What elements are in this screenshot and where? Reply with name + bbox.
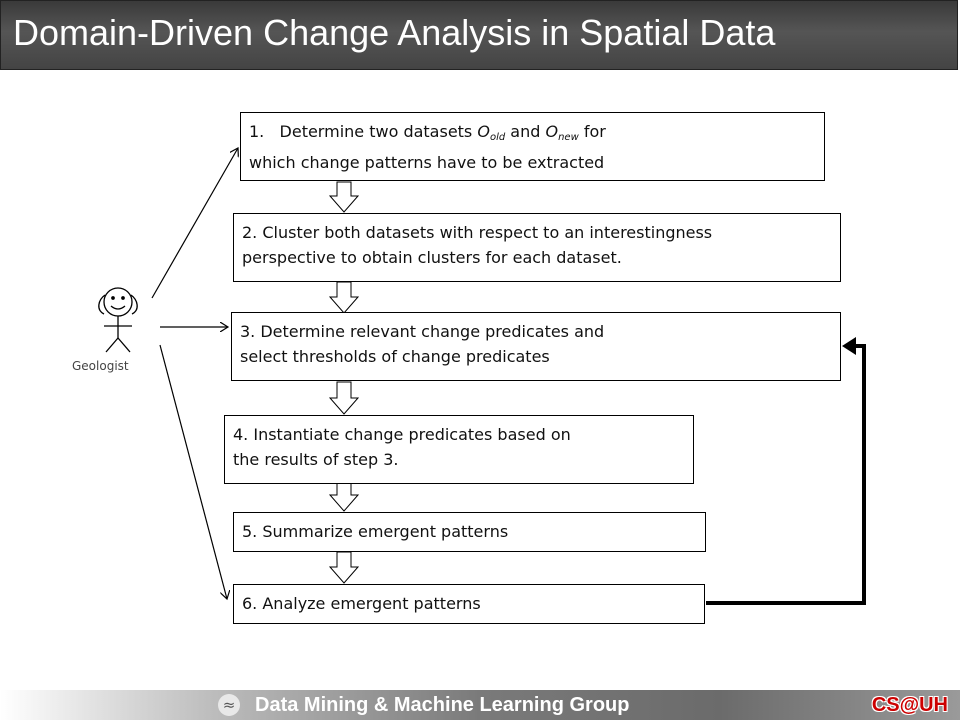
arrow-geologist-to-step1 <box>151 148 238 299</box>
step-3-line-2: select thresholds of change predicates <box>240 347 550 366</box>
step-5-box: 5. Summarize emergent patterns <box>233 512 706 552</box>
group-logo-icon: ≈ <box>218 694 240 716</box>
down-arrow-1-2 <box>328 181 360 213</box>
old-subscript: old <box>489 132 506 143</box>
slide-title: Domain-Driven Change Analysis in Spatial… <box>13 12 776 53</box>
step-2-line-2: perspective to obtain clusters for each … <box>242 248 622 267</box>
o-old-symbol: O <box>477 122 490 141</box>
feedback-arrow-6-to-3 <box>706 344 866 605</box>
geologist-label: Geologist <box>72 359 129 373</box>
step-1-suffix: for <box>578 122 606 141</box>
step-1-prefix: 1. Determine two datasets <box>249 122 478 141</box>
step-6-line-1: 6. Analyze emergent patterns <box>242 594 481 613</box>
step-4-line-1: 4. Instantiate change predicates based o… <box>233 425 571 444</box>
new-subscript: new <box>558 132 579 143</box>
step-2-line-1: 2. Cluster both datasets with respect to… <box>242 223 713 242</box>
feedback-arrowhead <box>842 337 856 355</box>
step-3-box: 3. Determine relevant change predicates … <box>231 312 841 381</box>
down-arrow-4-5 <box>328 479 360 512</box>
footer-group-name: Data Mining & Machine Learning Group <box>255 694 630 716</box>
step-1-line-2: which change patterns have to be extract… <box>249 153 605 172</box>
step-1-line-1: 1. Determine two datasets Oold and Onew … <box>249 119 816 150</box>
step-5-line-1: 5. Summarize emergent patterns <box>242 522 509 541</box>
arrow-geologist-to-step6 <box>159 344 227 599</box>
down-arrow-5-6 <box>328 551 360 584</box>
title-bar: Domain-Driven Change Analysis in Spatial… <box>0 0 958 70</box>
down-arrow-2-3 <box>328 281 360 314</box>
o-new-symbol: O <box>545 122 559 141</box>
geologist-figure <box>98 287 138 353</box>
footer-bar: ≈ Data Mining & Machine Learning Group C… <box>0 690 960 720</box>
down-arrow-3-4 <box>328 381 360 415</box>
step-1-box: 1. Determine two datasets Oold and Onew … <box>240 112 825 181</box>
step-4-box: 4. Instantiate change predicates based o… <box>224 415 694 484</box>
step-6-box: 6. Analyze emergent patterns <box>233 584 705 624</box>
step-4-line-2: the results of step 3. <box>233 450 399 469</box>
step-3-line-1: 3. Determine relevant change predicates … <box>240 322 605 341</box>
step-2-box: 2. Cluster both datasets with respect to… <box>233 213 841 282</box>
step-1-conj: and <box>505 122 546 141</box>
footer-brand: CS@UH <box>871 694 948 716</box>
